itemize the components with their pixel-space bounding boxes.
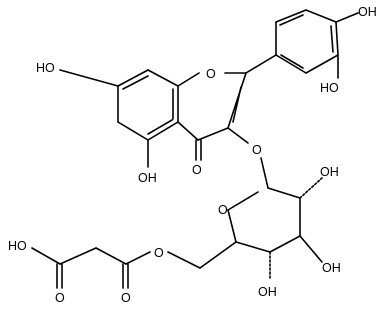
bond-b-to-c <box>245 54 277 74</box>
bond-o-ester <box>125 251 151 265</box>
bond-c5-c6 <box>199 241 237 269</box>
label-glycosidic-oxygen: O <box>252 143 262 157</box>
sugar-ring <box>227 157 301 253</box>
bond-sugar-oh3 <box>299 235 323 263</box>
bond-ester-ch2 <box>95 247 127 265</box>
bond-acid-oh <box>31 247 61 265</box>
label-oh-catechol-side: HO <box>320 81 339 95</box>
bond-c3-glycosidic <box>227 127 249 144</box>
a-ring <box>117 69 179 141</box>
c-ring <box>177 72 247 141</box>
label-ketone-oxygen: O <box>192 163 202 177</box>
label-ring-oxygen-sugar: O <box>218 203 228 217</box>
label-acid-carbonyl-oxygen: O <box>55 291 65 305</box>
label-ester-carbonyl-oxygen: O <box>121 291 131 305</box>
bond-c6-o <box>167 251 201 269</box>
label-ring-oxygen-chromone: O <box>206 67 216 81</box>
label-acid-hydroxyl: HO <box>8 239 27 253</box>
b-ring <box>275 9 339 74</box>
bond-sugar-oh2 <box>299 177 323 199</box>
bond-oh-top <box>335 12 359 23</box>
label-oh-a-ring-7: HO <box>36 61 55 75</box>
label-oh-sugar-3: OH <box>322 261 341 275</box>
bond-ch2-acid <box>59 247 97 265</box>
label-oh-sugar-4: OH <box>258 285 277 299</box>
label-ester-link-oxygen: O <box>154 246 164 260</box>
label-oh-sugar-2: OH <box>320 165 339 179</box>
label-oh-a-ring-5: OH <box>138 171 157 185</box>
label-oh-catechol-top: OH <box>358 5 377 19</box>
bond-oh-a7 <box>59 69 119 87</box>
